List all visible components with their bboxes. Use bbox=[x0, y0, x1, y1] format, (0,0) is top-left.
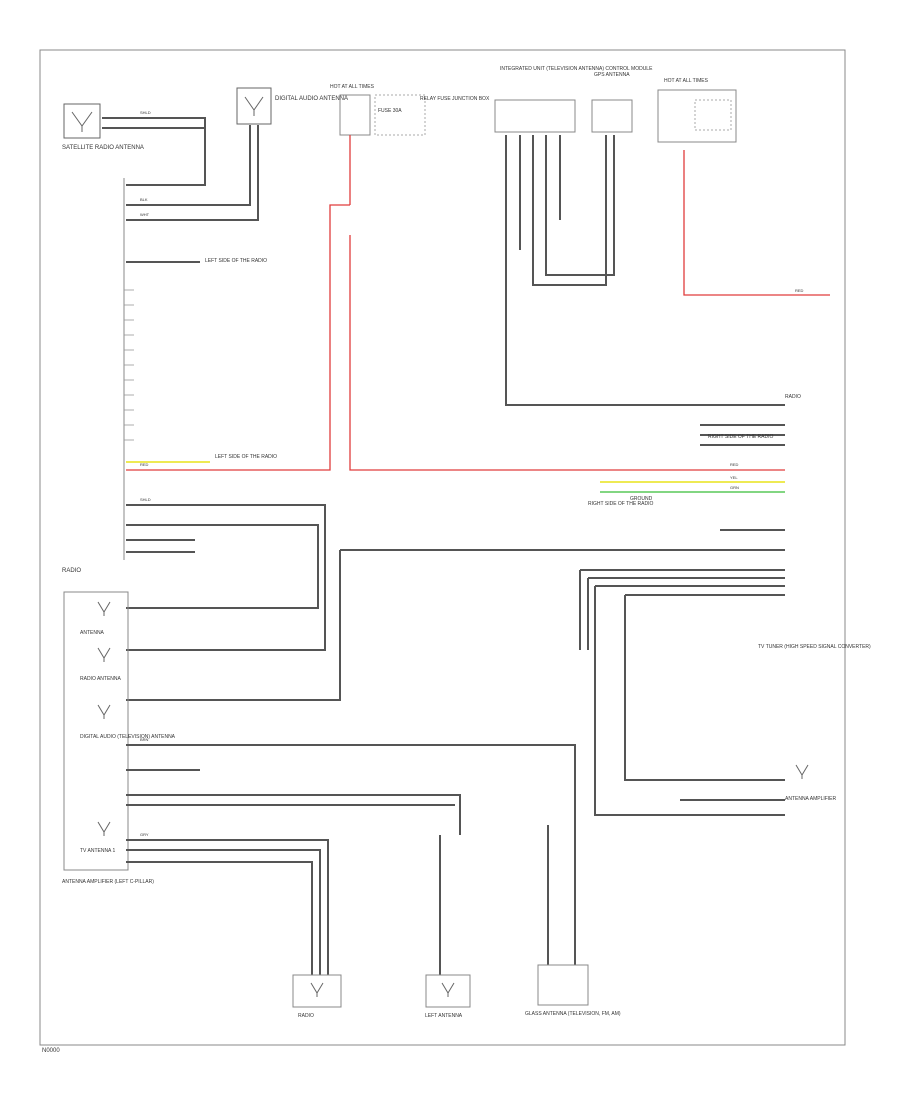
signal-wires-color bbox=[126, 461, 785, 493]
glass-antenna-box bbox=[537, 964, 589, 1006]
wire-tag: WHT bbox=[140, 212, 150, 217]
antenna-amplifier-box bbox=[63, 591, 129, 871]
amp-label-tv-antenna: TV ANTENNA 1 bbox=[80, 848, 116, 854]
radio-bottom-box bbox=[292, 974, 342, 1008]
tv-tuner-label: TV TUNER (HIGH SPEED SIGNAL CONVERTER) bbox=[758, 644, 871, 650]
satellite-label: SATELLITE RADIO ANTENNA bbox=[62, 145, 144, 151]
glass-antenna-label: GLASS ANTENNA (TELEVISION, FM, AM) bbox=[525, 1011, 621, 1017]
amp-antenna-symbols bbox=[97, 601, 111, 836]
amp-wires-bottom bbox=[126, 744, 576, 975]
wire-tag: GRN bbox=[730, 485, 739, 490]
wire-tag: SHLD bbox=[140, 497, 151, 502]
pin-wires-top bbox=[102, 117, 259, 263]
left-splice-label: LEFT SIDE OF THE RADIO bbox=[205, 258, 267, 264]
radio-right-label: RADIO bbox=[785, 394, 801, 400]
wire-tag: BLK bbox=[140, 197, 148, 202]
amp-label-antenna: ANTENNA bbox=[80, 630, 105, 636]
amplifier-label: ANTENNA AMPLIFIER (LEFT C-PILLAR) bbox=[62, 879, 154, 885]
radio-left-label: RADIO bbox=[62, 568, 81, 574]
left-antenna-label: LEFT ANTENNA bbox=[425, 1013, 463, 1019]
left-side-radio-label: LEFT SIDE OF THE RADIO bbox=[215, 454, 277, 460]
radio-antenna-symbol-top bbox=[63, 103, 101, 139]
figure-id: N0000 bbox=[42, 1048, 60, 1054]
ground-label: GROUND bbox=[630, 496, 653, 502]
top-center-module bbox=[494, 99, 576, 133]
fuse-block-left bbox=[339, 94, 426, 136]
wire-tag: RED bbox=[140, 462, 149, 467]
amp-label-radio-antenna: RADIO ANTENNA bbox=[80, 676, 122, 682]
antenna-right-label: ANTENNA AMPLIFIER bbox=[785, 796, 837, 802]
relay-box-label: RELAY FUSE JUNCTION BOX bbox=[420, 96, 490, 102]
right-splice-label: RIGHT SIDE OF THE RADIO bbox=[708, 434, 773, 440]
right-side-radio-label: RIGHT SIDE OF THE RADIO bbox=[588, 501, 653, 507]
fuse-30a-label: FUSE 30A bbox=[378, 108, 402, 114]
pin-ticks bbox=[124, 289, 134, 441]
wire-tag: SHLD bbox=[140, 110, 151, 115]
wire-tag: YEL bbox=[730, 475, 738, 480]
wire-tag: RED bbox=[730, 462, 739, 467]
satellite-antenna-box bbox=[236, 87, 272, 125]
fuse-block-right bbox=[657, 89, 737, 143]
power-wire-red bbox=[126, 135, 830, 471]
hot-right-label: HOT AT ALL TIMES bbox=[664, 78, 709, 84]
wire-tag: GRY bbox=[140, 832, 149, 837]
diagram-frame bbox=[39, 49, 846, 1046]
radio-bottom-label: RADIO bbox=[298, 1013, 314, 1019]
pin-wires-mid bbox=[126, 504, 326, 651]
module-wires bbox=[505, 135, 785, 406]
wire-tags: SHLD BLK WHT RED SHLD RED YEL GRN RED BR… bbox=[140, 110, 804, 837]
digital-audio-label: DIGITAL AUDIO ANTENNA bbox=[275, 96, 348, 102]
hot-fuse-label: HOT AT ALL TIMES bbox=[330, 84, 375, 90]
antenna-right-symbol bbox=[795, 764, 809, 779]
gps-antenna-label: GPS ANTENNA bbox=[594, 72, 630, 78]
left-antenna-box bbox=[425, 974, 471, 1008]
top-center-module-label: INTEGRATED UNIT (TELEVISION ANTENNA) CON… bbox=[500, 66, 653, 72]
gps-antenna-box bbox=[591, 99, 633, 133]
right-connector-wires bbox=[126, 424, 785, 816]
wire-tag: BRN bbox=[140, 737, 149, 742]
amp-label-digital-audio: DIGITAL AUDIO (TELEVISION) ANTENNA bbox=[80, 734, 176, 740]
wire-tag: RED bbox=[795, 288, 804, 293]
